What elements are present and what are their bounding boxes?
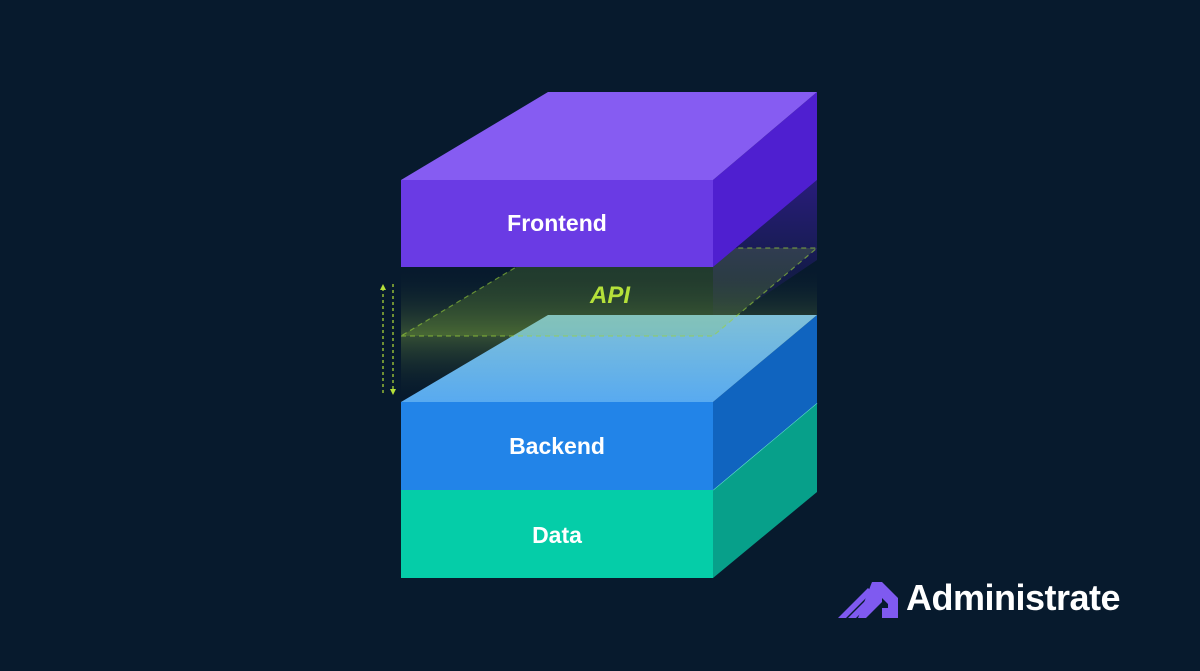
data-layer: [401, 402, 818, 578]
api-label: API: [589, 282, 630, 309]
backend-layer: [401, 315, 817, 490]
bidirectional-arrow-icon: [380, 284, 396, 395]
frontend-label: Frontend: [507, 210, 607, 236]
data-label: Data: [532, 522, 582, 548]
brand-name: Administrate: [906, 577, 1121, 618]
frontend-side-fade: [713, 180, 817, 330]
administrate-logo-icon: [838, 582, 898, 618]
frontend-layer: [401, 92, 817, 267]
administrate-logo: Administrate: [838, 577, 1121, 619]
api-plane: [398, 247, 819, 337]
backend-label: Backend: [509, 433, 605, 459]
